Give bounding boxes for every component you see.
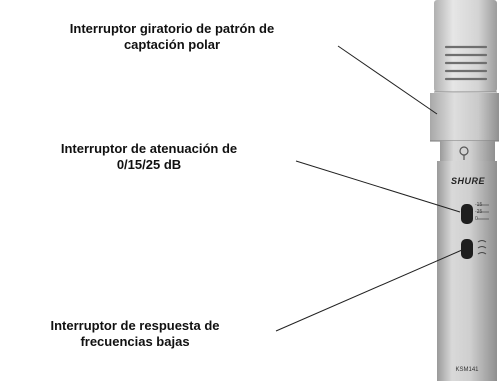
callout-low-frequency-line2: frecuencias bajas [80,334,190,349]
callout-low-frequency-label: Interruptor de respuesta de frecuencias … [4,318,266,350]
leader-line-polar-pattern [337,45,438,115]
leader-line-low-frequency [275,249,463,332]
attenuation-switch [461,204,489,224]
microphone-body [437,161,497,381]
callout-attenuation-line1: Interruptor de atenuación de [60,141,238,156]
model-label: KSM141 [455,367,479,373]
leader-line-attenuation [295,160,461,213]
low-frequency-switch [461,239,487,259]
microphone-collar [440,141,495,161]
pad-marks: -15 -25 0 [475,202,495,223]
callout-low-frequency-line1: Interruptor de respuesta de [50,318,220,333]
callout-attenuation-line2: 0/15/25 dB [116,157,182,172]
callout-polar-pattern-line2: captación polar [123,37,221,52]
pad-mark-15: -15 [475,202,483,208]
polar-pattern-ring [430,93,499,142]
pad-mark-0: 0 [475,216,478,222]
callout-polar-pattern-label: Interruptor giratorio de patrón de capta… [22,21,322,53]
pad-mark-25: -25 [475,209,483,215]
brand-logo: SHURE [450,176,485,186]
microphone-grille [434,0,497,93]
callout-polar-pattern-line1: Interruptor giratorio de patrón de [69,21,275,36]
callout-attenuation-label: Interruptor de atenuación de 0/15/25 dB [14,141,284,173]
